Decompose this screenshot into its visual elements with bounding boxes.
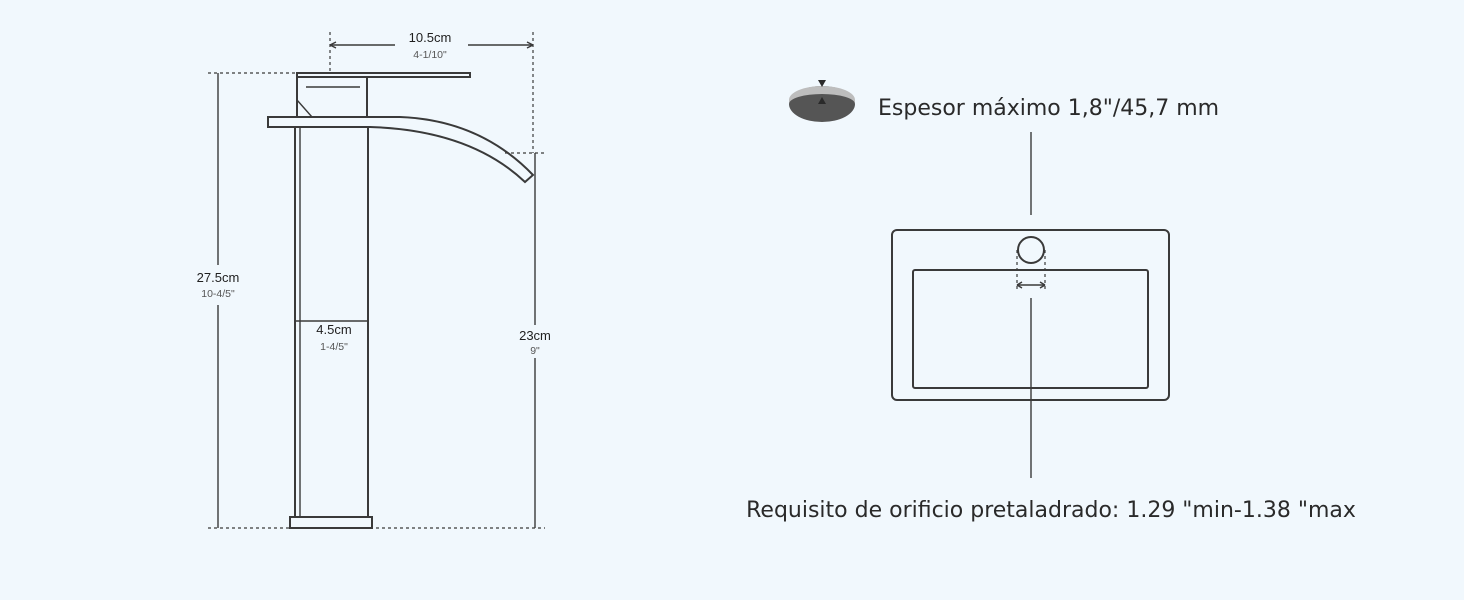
width-in-label: 4-1/10": [413, 49, 447, 61]
faucet-base: [289, 516, 373, 529]
faucet-drawing: [267, 72, 535, 529]
faucet-handle-joint: [296, 86, 360, 118]
height-cm-label: 27.5cm: [197, 270, 240, 285]
base-in-label: 1-4/5": [320, 341, 348, 353]
height-in-label: 10-4/5": [201, 288, 235, 300]
thickness-label: Espesor máximo 1,8"/45,7 mm: [878, 96, 1219, 121]
faucet-handle-lever: [296, 72, 471, 78]
hole-requirement-label: Requisito de orificio pretaladrado: 1.29…: [746, 498, 1356, 523]
spout-height-cm-label: 23cm: [519, 328, 551, 343]
faucet-hole: [1017, 236, 1045, 264]
height-dimension: 27.5cm 10-4/5": [197, 72, 545, 529]
width-cm-label: 10.5cm: [409, 30, 452, 45]
width-dimension: 10.5cm 4-1/10": [329, 30, 534, 153]
thickness-icon: [789, 80, 855, 122]
base-cm-label: 4.5cm: [316, 322, 351, 337]
spout-height-dimension: 23cm 9": [505, 152, 551, 528]
base-dimension: 4.5cm 1-4/5": [295, 320, 368, 353]
spout-height-in-label: 9": [530, 345, 540, 357]
faucet-spout: [267, 116, 535, 184]
